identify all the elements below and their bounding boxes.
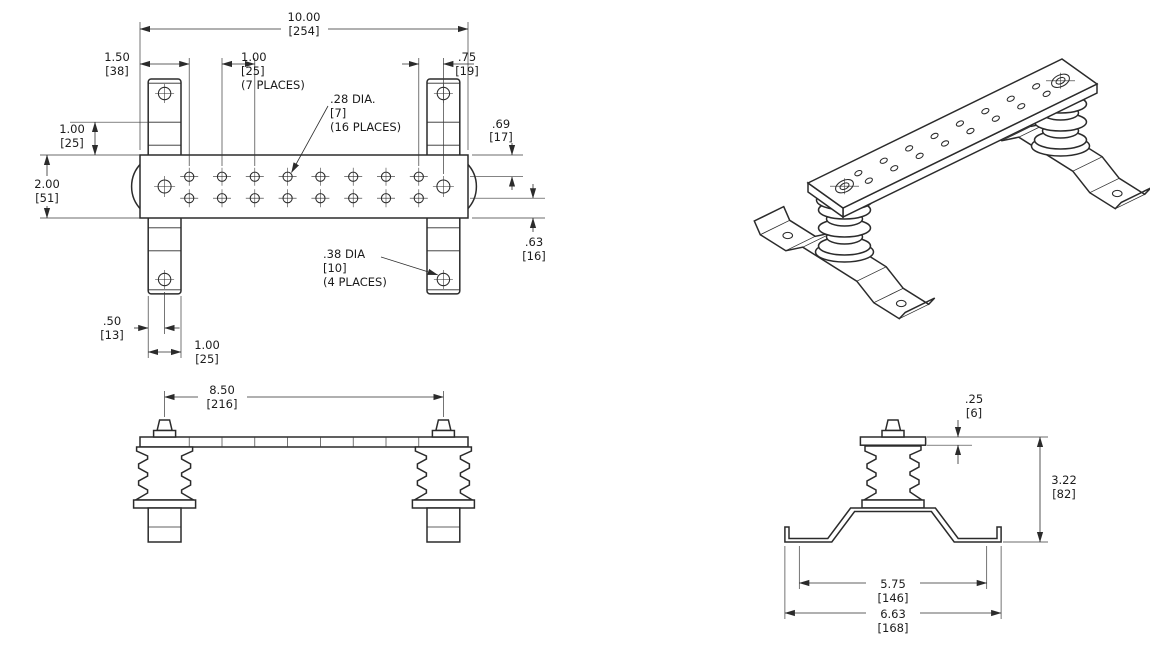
dim-thickness-in: .25 xyxy=(965,392,983,406)
dim-pitch-mm: [25] xyxy=(241,64,265,78)
iso-bus-bar xyxy=(806,58,1099,219)
dim-bend-in: 1.00 xyxy=(59,122,85,136)
note-bracket-hole-mm: [10] xyxy=(323,261,347,275)
dim-height-mm: [82] xyxy=(1052,487,1076,501)
note-small-hole-note: (16 PLACES) xyxy=(330,120,401,134)
dim-footoverall-mm: [168] xyxy=(878,621,909,635)
top-view: 10.00 [254] 1.50 [38] 1.00 [25] (7 PLACE… xyxy=(34,10,546,366)
bus-bar-front xyxy=(139,436,469,448)
stud-right xyxy=(431,419,456,438)
dim-edgefirst-mm: [38] xyxy=(105,64,129,78)
dim-span-mm: [216] xyxy=(207,397,238,411)
dim-endhole-in: .75 xyxy=(458,50,476,64)
dim-endhole-mm: [19] xyxy=(455,64,479,78)
note-bracket-hole-in: .38 DIA xyxy=(323,247,365,261)
dim-rowbottom-mm: [16] xyxy=(522,249,546,263)
bracket-tab-bottom-right xyxy=(426,215,461,295)
isometric-view xyxy=(753,58,1150,320)
dim-footoverall-in: 6.63 xyxy=(880,607,906,621)
dim-width-in: 2.00 xyxy=(34,177,60,191)
stud-left xyxy=(152,419,177,438)
note-bracket-hole-note: (4 PLACES) xyxy=(323,275,387,289)
side-view: .25 [6] 3.22 [82] 5.75 [146] 6.63 [168] xyxy=(784,392,1077,635)
bus-bar-plan xyxy=(139,154,469,219)
dim-pitch-note: (7 PLACES) xyxy=(241,78,305,92)
bracket-side-profile xyxy=(784,507,1002,543)
dim-tabholeedge-mm: [13] xyxy=(100,328,124,342)
dim-width-mm: [51] xyxy=(35,191,59,205)
dim-thickness-mm: [6] xyxy=(966,406,982,420)
note-small-hole-in: .28 DIA. xyxy=(330,92,376,106)
front-view: 8.50 [216] xyxy=(132,383,476,543)
dim-bend-mm: [25] xyxy=(60,136,84,150)
dim-span-in: 8.50 xyxy=(209,383,235,397)
dim-overall-in: 10.00 xyxy=(288,10,321,24)
stud-side xyxy=(881,419,905,438)
bracket-front-left xyxy=(147,507,182,543)
insulator-front-left xyxy=(132,446,197,509)
top-view-extension-lines xyxy=(40,22,545,358)
dim-overall-mm: [254] xyxy=(289,24,320,38)
dim-tabholeedge-in: .50 xyxy=(103,314,121,328)
side-view-dimension-lines xyxy=(784,420,1044,617)
dim-rowtop-mm: [17] xyxy=(489,130,513,144)
dim-tabwidth-mm: [25] xyxy=(195,352,219,366)
dim-rowtop-in: .69 xyxy=(492,117,510,131)
bracket-tab-bottom-left xyxy=(147,215,182,295)
dim-edgefirst-in: 1.50 xyxy=(104,50,130,64)
insulator-front-right xyxy=(411,446,476,509)
bus-bar-side xyxy=(859,436,927,446)
bracket-tab-top-left xyxy=(147,78,182,159)
dim-height-in: 3.22 xyxy=(1051,473,1077,487)
dim-holes-mm: [146] xyxy=(878,591,909,605)
top-view-dimension-lines xyxy=(43,25,537,356)
dim-tabwidth-in: 1.00 xyxy=(194,338,220,352)
dim-pitch-in: 1.00 xyxy=(241,50,267,64)
bracket-front-right xyxy=(426,507,461,543)
dim-rowbottom-in: .63 xyxy=(525,235,543,249)
insulator-side xyxy=(861,445,925,509)
dim-holes-in: 5.75 xyxy=(880,577,906,591)
note-small-hole-mm: [7] xyxy=(330,106,346,120)
hole-ticks xyxy=(188,437,420,447)
